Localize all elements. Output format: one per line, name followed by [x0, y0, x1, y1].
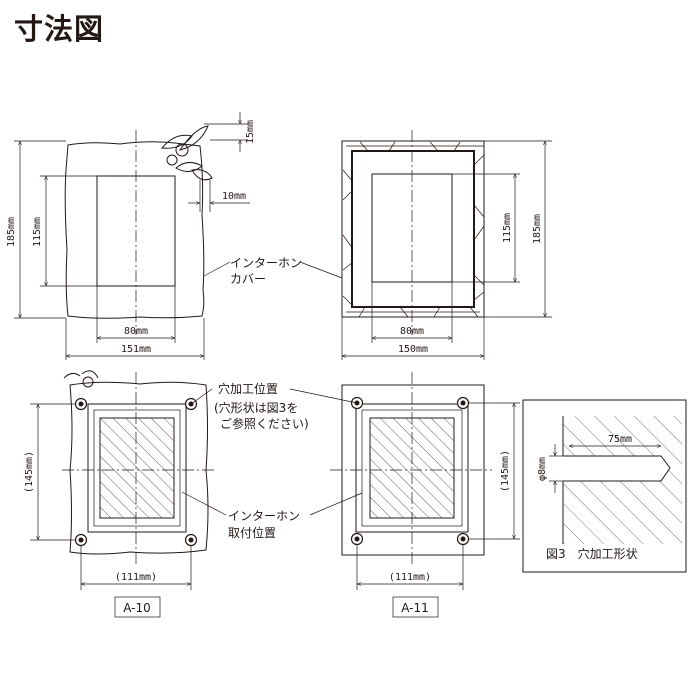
- a11-cover-outline: [341, 140, 485, 318]
- a10-window-width-label: 80mm: [124, 326, 148, 337]
- hole-label-line-1: 穴加工位置: [218, 381, 278, 396]
- page-title: 寸法図: [14, 12, 105, 46]
- a10-mount-view: (145mm) (111mm) A-10: [24, 370, 214, 618]
- hole-position-callout: 穴加工位置 (穴形状は図3を ご参照ください): [190, 381, 358, 431]
- a10-leaf-height-label: 15mm: [245, 120, 256, 144]
- a10-mount-outline: [69, 381, 209, 555]
- cover-label-group: インターホン カバー: [203, 256, 343, 286]
- a10-cover-outline: [64, 141, 205, 319]
- a10-window-height-label: 115mm: [32, 217, 43, 247]
- cover-label-line-1: インターホン: [230, 256, 302, 270]
- hole-label-line-3: ご参照ください): [220, 416, 309, 431]
- fig3-section: [563, 416, 682, 544]
- fig3-diameter-label: φ8mm: [537, 457, 548, 481]
- leaf-ornament: [161, 125, 213, 181]
- a10-width-label: 151mm: [121, 344, 151, 355]
- a10-code-label: A-10: [123, 601, 151, 615]
- figure-3-hole-shape: 75mm φ8mm 図3 穴加工形状: [522, 399, 687, 573]
- a10-height-label: 185mm: [6, 217, 17, 247]
- a11-mount-view: (145mm) (111mm) A-11: [330, 372, 520, 618]
- a11-width-label: 150mm: [398, 344, 428, 355]
- a11-height-label: 185mm: [532, 214, 543, 244]
- a10-leaf-offset-label: 10mm: [222, 191, 246, 202]
- mount-position-callout: インターホン 取付位置: [181, 491, 363, 540]
- fig3-depth-label: 75mm: [608, 434, 632, 445]
- fig3-caption: 図3 穴加工形状: [546, 546, 638, 561]
- a11-pitch-v-label: (145mm): [500, 450, 511, 492]
- a10-mount-area: [99, 417, 175, 519]
- a10-front-view: 185mm 115mm 80mm 151mm 15mm 10mm: [6, 112, 256, 360]
- a11-pitch-h-label: (111mm): [389, 572, 431, 583]
- cover-label-line-2: カバー: [230, 272, 266, 286]
- mount-label-line-1: インターホン: [228, 509, 300, 523]
- a11-front-view: 185mm 115mm 80mm 150mm: [341, 130, 552, 360]
- mount-label-line-2: 取付位置: [228, 525, 276, 540]
- a10-pitch-v-label: (145mm): [24, 451, 35, 493]
- a11-code-label: A-11: [401, 601, 429, 615]
- hole-label-line-2: (穴形状は図3を: [214, 400, 298, 415]
- a10-pitch-h-label: (111mm): [115, 572, 157, 583]
- a11-window-height-label: 115mm: [502, 213, 513, 243]
- a11-window-width-label: 80mm: [400, 326, 424, 337]
